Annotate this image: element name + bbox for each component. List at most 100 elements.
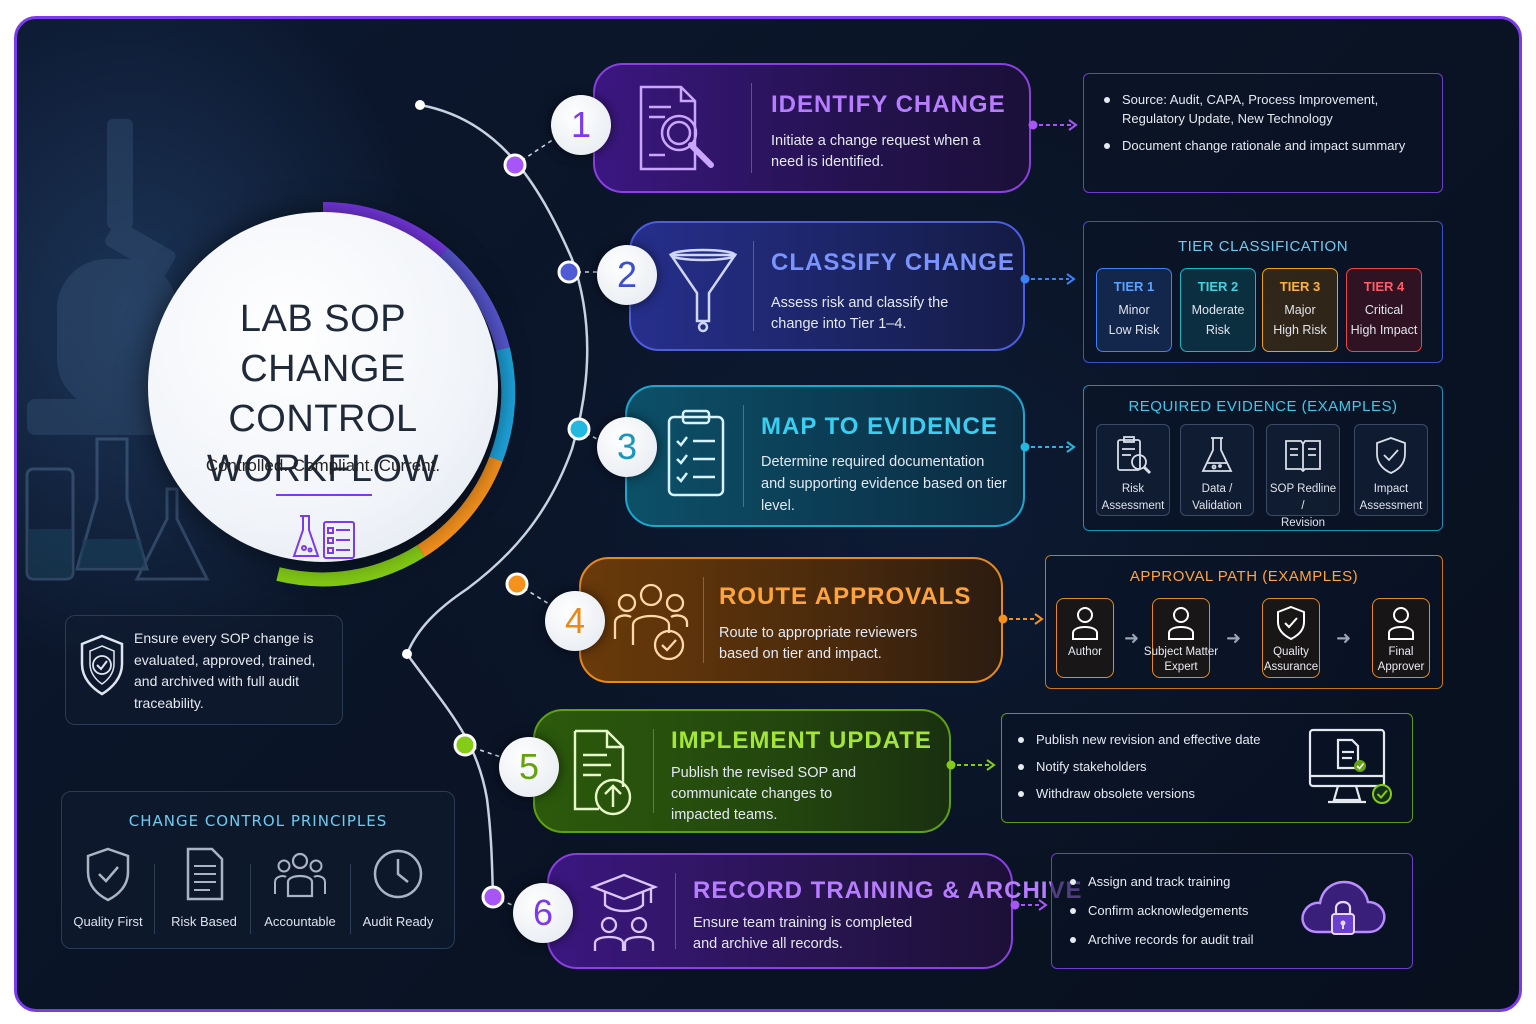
principle-divider (350, 864, 351, 934)
funnel-icon (668, 248, 738, 333)
step-description: Publish the revised SOP and communicate … (671, 765, 857, 823)
approver-sme: Subject Matter Expert (1144, 598, 1218, 678)
shield-check-icon (1277, 605, 1305, 641)
shield-check-icon (80, 634, 124, 696)
approval-path-box: APPROVAL PATH (EXAMPLES) Author ➜ Subjec… (1045, 555, 1443, 689)
tier-desc-1: Moderate (1191, 303, 1245, 317)
step-title: MAP TO EVIDENCE (761, 413, 998, 440)
book-icon (1285, 440, 1321, 473)
card-separator (751, 83, 752, 173)
archive-info-box: Assign and track training Confirm acknow… (1051, 853, 1413, 969)
person-icon (1168, 607, 1194, 640)
step-1-badge: 1 (551, 95, 611, 155)
info-bullet: Source: Audit, CAPA, Process Improvement… (1104, 90, 1422, 128)
tier-4-card: TIER 4 Critical High Impact (1346, 268, 1422, 352)
principle-divider (250, 864, 251, 934)
identify-info-box: Source: Audit, CAPA, Process Improvement… (1083, 73, 1443, 193)
dashed-arrow-icon (1028, 119, 1078, 131)
flask-checklist-icon (292, 515, 355, 559)
card-separator (653, 729, 654, 813)
approver-final: Final Approver (1372, 598, 1430, 678)
card-separator (703, 577, 704, 663)
tier-box-title: TIER CLASSIFICATION (1177, 238, 1349, 255)
approver-label-1: Author (1068, 646, 1102, 658)
document-icon (186, 847, 224, 901)
title-line-1: LAB SOP (239, 298, 407, 340)
person-icon (1388, 607, 1414, 640)
approver-label-1: Quality (1273, 646, 1309, 658)
hero-divider (276, 494, 372, 496)
tier-desc-2: Low Risk (1108, 323, 1160, 337)
step-title: CLASSIFY CHANGE (771, 249, 1015, 276)
purpose-callout: Ensure every SOP change is evaluated, ap… (65, 615, 343, 725)
approver-label-1: Final (1388, 646, 1414, 658)
principle-accountable: Accountable (252, 846, 348, 942)
tier-desc-1: Critical (1364, 303, 1404, 317)
tier-name: TIER 1 (1113, 279, 1155, 294)
hero-title-circle: LAB SOP CHANGE CONTROL WORKFLOW Controll… (148, 212, 498, 562)
dashed-arrow-icon (1010, 899, 1048, 911)
step-2-card: CLASSIFY CHANGE Assess risk and classify… (629, 221, 1025, 351)
info-bullet: Archive records for audit trail (1070, 930, 1298, 949)
step-description: Initiate a change request when a need is… (771, 133, 981, 170)
page-title: LAB SOP CHANGE CONTROL WORKFLOW (148, 294, 498, 494)
tier-desc-2: High Risk (1273, 323, 1327, 337)
people-approval-icon (613, 583, 689, 661)
evidence-label-2: Assessment (1101, 500, 1165, 512)
clipboard-checklist-icon (667, 409, 725, 497)
principle-label: Audit Ready (362, 914, 434, 929)
info-bullet: Publish new revision and effective date (1018, 730, 1296, 749)
document-upload-icon (573, 729, 632, 816)
step-3-badge: 3 (597, 417, 657, 477)
principle-audit-ready: Audit Ready (350, 846, 446, 942)
step-5-card: IMPLEMENT UPDATE Publish the revised SOP… (533, 709, 951, 833)
hero-color-ring (276, 201, 516, 587)
info-bullet: Assign and track training (1070, 872, 1298, 891)
card-separator (743, 405, 744, 507)
tier-desc-2: Risk (1205, 323, 1231, 337)
step-1-card: IDENTIFY CHANGE Initiate a change reques… (593, 63, 1031, 193)
tier-name: TIER 4 (1363, 279, 1405, 294)
step-6-card: RECORD TRAINING & ARCHIVE Ensure team tr… (547, 853, 1081, 969)
tier-classification-box: TIER CLASSIFICATION TIER 1 Minor Low Ris… (1083, 221, 1443, 363)
title-line-2: CHANGE CONTROL (228, 348, 418, 440)
step-description: Determine required documentation and sup… (761, 454, 1007, 514)
evidence-label-2: Assessment (1359, 500, 1423, 512)
tier-desc-2: High Impact (1350, 323, 1418, 337)
evidence-label-1: Risk (1121, 483, 1145, 495)
approver-label-1: Subject Matter (1143, 646, 1219, 658)
people-icon (274, 852, 326, 898)
tier-desc-1: Minor (1118, 303, 1150, 317)
info-bullet: Document change rationale and impact sum… (1104, 136, 1422, 155)
step-5-badge: 5 (499, 737, 559, 797)
tier-2-card: TIER 2 Moderate Risk (1180, 268, 1256, 352)
tier-1-card: TIER 1 Minor Low Risk (1096, 268, 1172, 352)
arrow-right-icon: ➜ (1336, 628, 1352, 649)
risk-assessment-icon (1117, 436, 1152, 475)
dashed-arrow-icon (998, 613, 1044, 625)
principle-label: Risk Based (171, 914, 237, 929)
evidence-risk-assessment: Risk Assessment (1096, 424, 1170, 516)
step-4-badge: 4 (545, 591, 605, 651)
shield-check-icon (86, 847, 130, 902)
card-separator (675, 873, 676, 949)
step-title: ROUTE APPROVALS (719, 583, 972, 610)
evidence-label-1: Data / (1201, 483, 1233, 495)
approver-qa: Quality Assurance (1262, 598, 1320, 678)
tier-desc-1: Major (1284, 303, 1316, 317)
principle-quality-first: Quality First (60, 846, 156, 942)
arrow-right-icon: ➜ (1226, 628, 1242, 649)
implement-info-box: Publish new revision and effective date … (1001, 713, 1413, 823)
clock-icon (373, 849, 423, 899)
arrow-right-icon: ➜ (1124, 628, 1140, 649)
timeline-curve (402, 100, 598, 909)
document-search-icon (639, 85, 714, 171)
step-title: IDENTIFY CHANGE (771, 91, 1006, 118)
tier-name: TIER 2 (1197, 279, 1239, 294)
principle-risk-based: Risk Based (156, 846, 252, 942)
step-4-card: ROUTE APPROVALS Route to appropriate rev… (579, 557, 1003, 683)
page-subtitle: Controlled. Compliant. Current. (205, 456, 441, 475)
step-2-badge: 2 (597, 245, 657, 305)
step-description: Route to appropriate reviewers based on … (719, 625, 918, 662)
evidence-data-validation: Data / Validation (1180, 424, 1254, 516)
